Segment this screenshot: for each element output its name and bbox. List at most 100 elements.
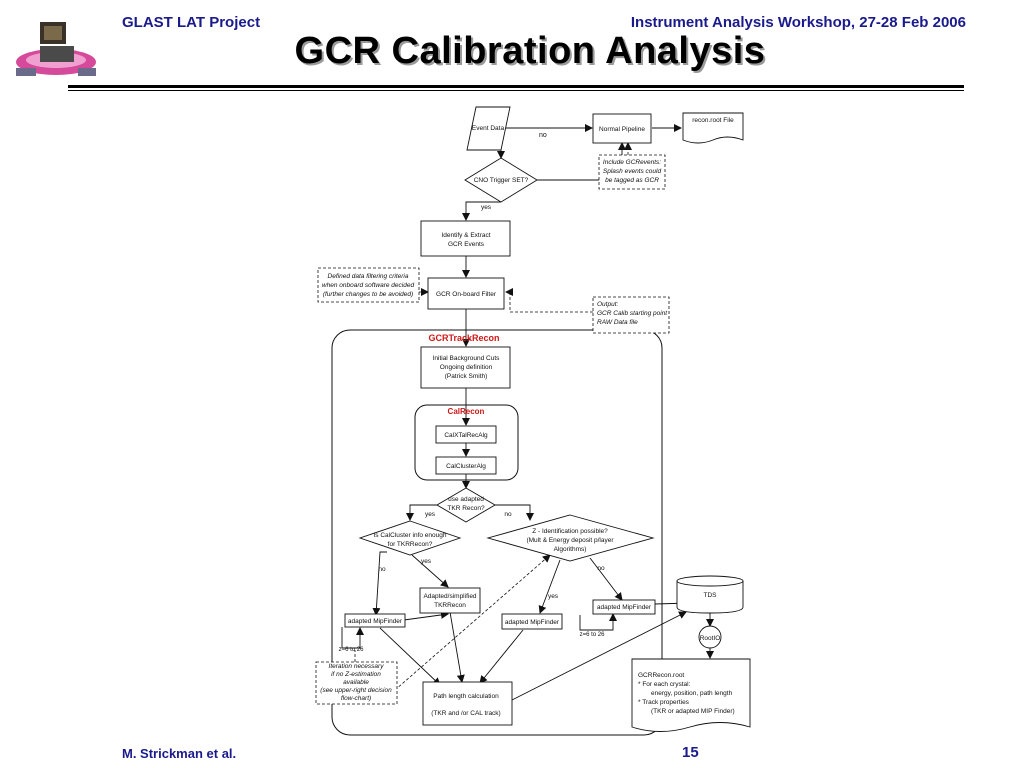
onboard-filter-label: GCR On-board Filter (436, 291, 497, 298)
header-rule-thin (68, 90, 964, 91)
calcluster-label: CalClusterAlg (446, 463, 486, 470)
gcrrecon-root-line-1: GCRRecon.root (638, 672, 684, 679)
iteration-note-line-4: (see upper-right decision (320, 687, 392, 694)
logo-block-face (44, 26, 62, 40)
gcrrecon-root-line-5: (TKR or adapted MIP Finder) (651, 708, 735, 715)
shape-cno-trigger (464, 157, 538, 203)
header-rule (68, 85, 964, 88)
rootio-label: RootIO (700, 635, 721, 642)
shape-onboard-filter (427, 277, 505, 310)
calrecon-container (414, 404, 519, 481)
shape-output-note (592, 296, 670, 334)
glast-logo-icon (16, 22, 96, 76)
logo-panel-left (16, 68, 36, 76)
shape-path-length (422, 681, 513, 726)
output-note-line-1: Output: (597, 301, 619, 308)
loop-right-mip (579, 613, 617, 631)
loop-left-mip (341, 627, 364, 649)
shape-iteration-note (315, 661, 398, 705)
label-no-1: no (539, 132, 547, 139)
dashed-iteration-to-zid (394, 554, 551, 691)
conn-adapted-to-path (449, 611, 465, 683)
shape-gcrrecon-root (631, 658, 751, 732)
identify-line-2: GCR Events (448, 241, 485, 248)
shape-defined-filter (317, 267, 420, 303)
adapted-simplified-line-2: TKRRecon (434, 602, 466, 609)
output-note-line-2: GCR Calib starting point (597, 310, 668, 317)
shape-calcluster (435, 456, 497, 475)
gcrrecon-root-line-4: * Track properties (638, 699, 690, 706)
gcrtrackrecon-label: GCRTrackRecon (428, 333, 499, 343)
shape-z-identification (486, 514, 655, 562)
gcrrecon-root-line-2: * For each crystal: (638, 681, 691, 688)
label-no-2: no (504, 511, 512, 518)
use-adapted-line-1: use adapted (448, 496, 484, 503)
header-workshop: Instrument Analysis Workshop, 27-28 Feb … (630, 14, 966, 31)
z-identification-line-1: Z - Identification possible? (532, 528, 608, 535)
event-data-label: Event Data (472, 125, 505, 132)
footer-page-number: 15 (682, 744, 699, 761)
label-yes-4: yes (548, 593, 559, 600)
shape-normal-pipeline (592, 113, 652, 144)
gcrrecon-root-line-3: energy, position, path length (651, 690, 733, 697)
shape-identify (420, 220, 511, 257)
z-identification-line-2: (Mult & Energy deposit p/layer (526, 537, 614, 544)
shape-mipfinder-left (344, 613, 406, 628)
shape-adapted-simplified (419, 587, 481, 614)
conn-calinfo-no-mip (372, 551, 387, 616)
iteration-note-line-1: Iteration necessary (329, 663, 385, 670)
page-title: GCR Calibration Analysis (294, 30, 766, 72)
label-no-4: no (597, 565, 605, 572)
shape-calcluster-info (358, 520, 462, 556)
include-gcr-line-1: Include GCRevents: (603, 159, 661, 166)
conn-mipmid-to-path (479, 629, 524, 684)
shape-use-adapted (436, 487, 496, 523)
iteration-note-line-3: available (343, 679, 369, 686)
shape-calxtal (435, 425, 497, 444)
path-length-line-2: (TKR and /or CAL track) (431, 710, 500, 717)
shape-event-data (466, 106, 511, 151)
conn-path-to-tds (511, 611, 687, 701)
gcrtrackrecon-container (331, 329, 663, 736)
conn-zid-no-mip (589, 557, 623, 601)
identify-line-1: Identify & Extract (441, 232, 490, 239)
dashed-output-to-filter (505, 288, 593, 313)
calcluster-info-line-2: for TKRRecon? (388, 541, 433, 548)
shape-recon-root-file (682, 112, 744, 144)
recon-root-file-label: recon.root File (692, 117, 734, 124)
shape-tds-top (676, 575, 744, 587)
tds-label: TDS (704, 592, 718, 599)
normal-pipeline-label: Normal Pipeline (599, 126, 645, 133)
calxtal-label: CalXTalRecAlg (444, 432, 488, 439)
shape-initial-cuts (420, 346, 511, 389)
shape-include-gcr (598, 154, 666, 190)
footer-author: M. Strickman et al. (122, 746, 237, 761)
conn-calinfo-yes-adapted (411, 554, 449, 588)
initial-cuts-line-2: Ongoing definition (440, 364, 493, 371)
use-adapted-line-2: TKR Recon? (447, 505, 485, 512)
z-identification-line-3: Algorithms) (554, 546, 587, 553)
defined-filter-line-2: when onboard software decided (322, 282, 415, 289)
shape-rootio (698, 625, 722, 649)
conn-no-to-zid (495, 504, 534, 521)
mipfinder-left-label: adapted MipFinder (348, 618, 403, 625)
label-yes-3: yes (421, 558, 432, 565)
iteration-note-line-2: if no Z-estimation (331, 671, 381, 678)
z-range-left-label: z=6 to 26 (339, 647, 365, 653)
output-note-line-3: RAW Data file (597, 319, 638, 326)
iteration-note-line-5: flow-chart) (341, 695, 371, 702)
logo-instrument (40, 46, 74, 62)
defined-filter-line-1: Defined data filtering criteria (328, 273, 409, 280)
label-yes-2: yes (425, 511, 436, 518)
conn-yes-to-calinfo (406, 504, 437, 521)
header-project: GLAST LAT Project (122, 14, 261, 31)
conn-mipleft-to-adapted (403, 610, 449, 621)
conn-trigger-to-identify (462, 201, 501, 221)
conn-mipleft-to-path (379, 627, 441, 686)
initial-cuts-line-1: Initial Background Cuts (433, 355, 501, 362)
mipfinder-mid-label: adapted MipFinder (505, 619, 560, 626)
cno-trigger-label: CNO Trigger SET? (474, 177, 529, 184)
shape-mipfinder-right (592, 599, 656, 615)
include-gcr-line-2: Splash events could (603, 168, 662, 175)
